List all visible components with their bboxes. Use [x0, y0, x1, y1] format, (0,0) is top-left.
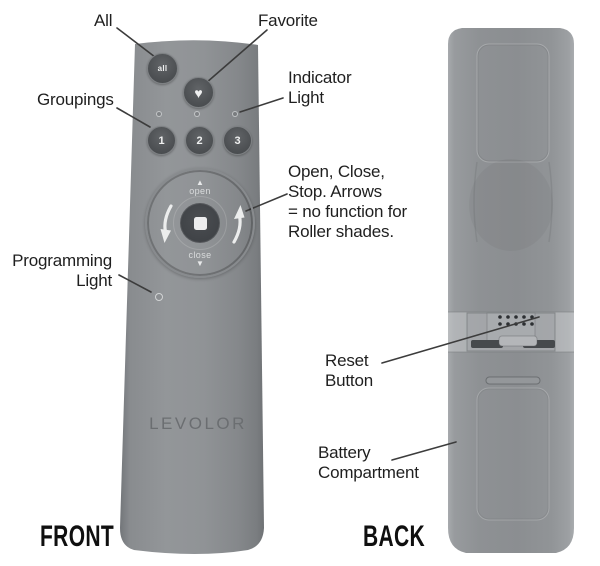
stop-square-icon — [193, 216, 207, 230]
annotation-reset-button: Reset Button — [325, 351, 373, 390]
leader-line-indicator-light — [239, 97, 284, 113]
leader-line-reset-button — [381, 316, 540, 364]
indicator-light-2 — [194, 111, 200, 117]
annotation-favorite: Favorite — [258, 11, 318, 30]
programming-light — [155, 293, 163, 301]
back-remote-body — [448, 28, 574, 553]
favorite-button: ♥ — [183, 77, 214, 108]
open-label: open — [189, 186, 211, 196]
heart-icon: ♥ — [194, 84, 203, 101]
curved-down-arrow-icon — [160, 204, 173, 243]
leader-line-groupings — [116, 107, 151, 128]
stop-button — [180, 203, 220, 243]
annotation-indicator-light: Indicator Light — [288, 68, 352, 107]
front-remote-body — [120, 40, 264, 555]
close-button: close ▼ — [147, 251, 253, 268]
back-shell-contours — [473, 43, 553, 243]
group-3-button: 3 — [223, 126, 252, 155]
annotation-battery-compartment: Battery Compartment — [318, 443, 419, 482]
back-view-caption: BACK — [363, 520, 426, 553]
all-button: all — [147, 53, 178, 84]
up-arrow-icon: ▲ — [196, 178, 204, 187]
close-label: close — [188, 250, 212, 260]
indicator-light-3 — [232, 111, 238, 117]
annotation-groupings: Groupings — [37, 90, 114, 109]
annotation-all: All — [94, 11, 113, 30]
leader-line-battery-compartment — [391, 441, 457, 461]
curved-up-arrow-icon — [232, 205, 245, 244]
indicator-light-1 — [156, 111, 162, 117]
annotation-dpad-note: Open, Close, Stop. Arrows = no function … — [288, 162, 407, 241]
front-view-caption: FRONT — [40, 520, 115, 553]
battery-cover-slot — [485, 376, 541, 385]
group-2-button: 2 — [185, 126, 214, 155]
down-arrow-icon: ▼ — [196, 259, 204, 268]
direction-pad: ▲ open close ▼ — [145, 168, 255, 278]
leader-line-favorite — [205, 29, 268, 84]
group-1-button: 1 — [147, 126, 176, 155]
dpad-inner-ring — [173, 196, 227, 250]
battery-compartment-cover — [476, 376, 550, 521]
leader-line-programming-light — [118, 274, 152, 293]
reset-band — [448, 311, 574, 353]
brand-logo: LEVOLOR — [149, 414, 247, 433]
annotation-programming-light: Programming Light — [12, 251, 112, 290]
open-button: ▲ open — [147, 179, 253, 196]
leader-line-all — [116, 27, 156, 58]
